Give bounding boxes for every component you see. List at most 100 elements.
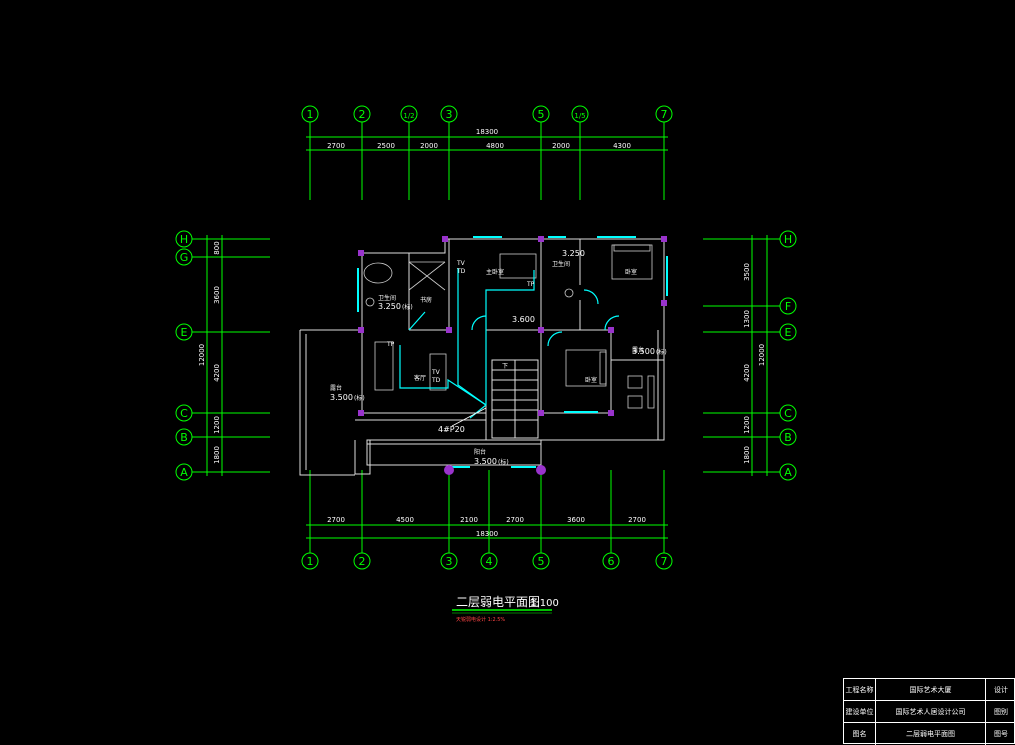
axis-bubble-top-5[interactable]: 5: [532, 105, 550, 123]
svg-text:3.500: 3.500: [474, 457, 497, 466]
axis-bubble-bottom-4[interactable]: 4: [480, 552, 498, 570]
svg-text:3: 3: [446, 555, 453, 568]
device-td-2: TD: [431, 377, 441, 384]
device-tp-2: TP: [386, 341, 395, 348]
svg-text:4: 4: [486, 555, 493, 568]
svg-text:B: B: [180, 431, 188, 444]
svg-text:2700: 2700: [327, 516, 345, 524]
axis-bubble-bottom-1[interactable]: 1: [301, 552, 319, 570]
left-dimensions: 800 3600 4200 1200 1800 12000: [198, 241, 221, 464]
svg-text:3600: 3600: [567, 516, 585, 524]
bottom-axis-lines: [306, 470, 668, 553]
room-bath-nw: 卫生间: [378, 294, 396, 302]
axis-bubble-bottom-6[interactable]: 6: [602, 552, 620, 570]
svg-text:F: F: [785, 300, 791, 313]
axis-bubble-right-H[interactable]: H: [779, 230, 797, 248]
axis-bubble-left-E[interactable]: E: [175, 323, 193, 341]
axis-bubble-top-1-2[interactable]: 1/2: [400, 105, 418, 123]
room-bed-mid: 卧室: [585, 376, 597, 384]
stair-down: 下: [502, 363, 508, 370]
bottom-axis-labels: 1 2 3 4 5 6 7: [301, 552, 673, 570]
room-terrace-e: 露台: [632, 346, 644, 354]
svg-text:2700: 2700: [327, 142, 345, 150]
axis-bubble-top-7[interactable]: 7: [655, 105, 673, 123]
axis-bubble-right-F[interactable]: F: [779, 297, 797, 315]
axis-bubble-bottom-5[interactable]: 5: [532, 552, 550, 570]
svg-text:(标): (标): [354, 394, 365, 402]
svg-text:1200: 1200: [743, 416, 751, 434]
drawing-title-text: 二层弱电平面图: [456, 595, 540, 609]
svg-text:3600: 3600: [213, 286, 221, 304]
title-block: 工程名称 国际艺术大厦 设计 建设单位 国际艺术人居设计公司 图别 图名 二层弱…: [843, 678, 1015, 745]
tv-cabinet: [429, 353, 447, 391]
bathtub-icon: [363, 262, 393, 284]
svg-text:7: 7: [661, 108, 668, 121]
svg-text:2: 2: [359, 108, 366, 121]
svg-text:C: C: [784, 407, 792, 420]
sofa-icon: [374, 341, 394, 391]
svg-text:2: 2: [359, 555, 366, 568]
room-study: 书房: [420, 296, 432, 304]
axis-bubble-top-1-5[interactable]: 1/5: [571, 105, 589, 123]
room-bath-ne: 卫生间: [552, 260, 570, 268]
svg-text:1/2: 1/2: [403, 112, 414, 120]
axis-bubble-top-1[interactable]: 1: [301, 105, 319, 123]
axis-bubble-right-B[interactable]: B: [779, 428, 797, 446]
chair-1: [627, 375, 643, 389]
svg-text:4300: 4300: [613, 142, 631, 150]
axis-bubble-bottom-7[interactable]: 7: [655, 552, 673, 570]
svg-text:7: 7: [661, 555, 668, 568]
svg-text:2700: 2700: [628, 516, 646, 524]
axis-bubble-left-A[interactable]: A: [175, 463, 193, 481]
svg-text:3.250: 3.250: [562, 249, 585, 258]
right-axis-lines: [703, 235, 780, 476]
axis-bubble-right-C[interactable]: C: [779, 404, 797, 422]
svg-text:1: 1: [307, 555, 314, 568]
title-block-row-client: 建设单位 国际艺术人居设计公司 图别: [844, 701, 1015, 723]
svg-text:(标): (标): [402, 303, 413, 311]
panel-label: 4#P20: [438, 425, 465, 434]
left-axis-labels: H G E C B A: [175, 230, 193, 481]
dim-top-total: 18300: [476, 128, 498, 136]
svg-text:5: 5: [538, 108, 545, 121]
toilet-icon: [365, 297, 375, 307]
room-master-bed: 主卧室: [486, 268, 504, 276]
title-block-row-project: 工程名称 国际艺术大厦 设计: [844, 679, 1015, 701]
axis-bubble-right-E[interactable]: E: [779, 323, 797, 341]
svg-text:1/5: 1/5: [574, 112, 585, 120]
title-block-row-drawing: 图名 二层弱电平面图 图号: [844, 723, 1015, 745]
svg-text:H: H: [180, 233, 188, 246]
dim-bottom-total: 18300: [476, 530, 498, 538]
axis-bubble-top-2[interactable]: 2: [353, 105, 371, 123]
drawing-scale: 1:100: [530, 598, 559, 609]
svg-text:2500: 2500: [377, 142, 395, 150]
svg-text:5: 5: [538, 555, 545, 568]
chair-2: [627, 395, 643, 409]
drawing-subtitle: 天锐弱电设计 1:2.5%: [456, 616, 505, 623]
svg-text:3500: 3500: [743, 263, 751, 281]
furniture: [363, 244, 655, 409]
top-axis-labels: 1 2 1/2 3 5 1/5 7: [301, 105, 673, 123]
svg-text:1800: 1800: [743, 446, 751, 464]
axis-bubble-bottom-3[interactable]: 3: [440, 552, 458, 570]
svg-text:4200: 4200: [743, 364, 751, 382]
left-axis-lines: [192, 235, 270, 476]
device-tv-2: TV: [431, 369, 441, 376]
svg-text:B: B: [784, 431, 792, 444]
device-tv-1: TV: [456, 260, 466, 267]
level-marks: 3.250 (标) 3.250 3.600 3.500 (标) 3.500 (标…: [330, 249, 667, 466]
axis-bubble-left-C[interactable]: C: [175, 404, 193, 422]
axis-bubble-bottom-2[interactable]: 2: [353, 552, 371, 570]
axis-bubble-left-G[interactable]: G: [175, 248, 193, 266]
axis-bubble-top-3[interactable]: 3: [440, 105, 458, 123]
axis-bubble-left-B[interactable]: B: [175, 428, 193, 446]
svg-text:(标): (标): [656, 348, 667, 356]
room-bed-ne: 卧室: [625, 268, 637, 276]
axis-bubble-left-H[interactable]: H: [175, 230, 193, 248]
svg-text:2000: 2000: [420, 142, 438, 150]
axis-bubble-right-A[interactable]: A: [779, 463, 797, 481]
svg-text:1200: 1200: [213, 416, 221, 434]
device-td-1: TD: [456, 268, 466, 275]
room-balcony-s: 阳台: [474, 448, 486, 456]
